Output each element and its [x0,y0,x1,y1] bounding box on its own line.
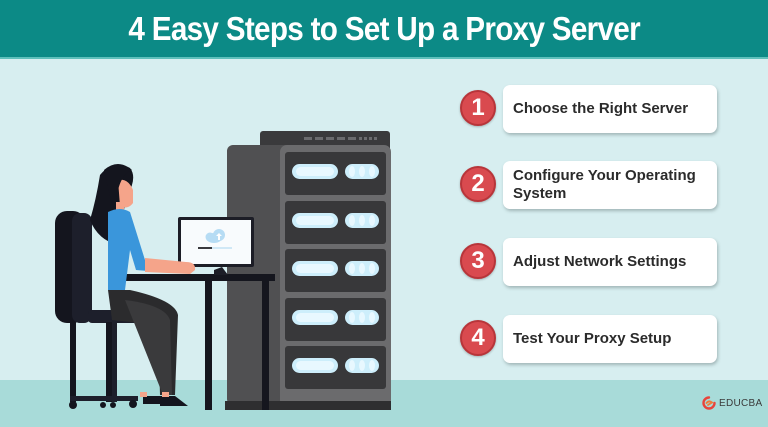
page-title: 4 Easy Steps to Set Up a Proxy Server [128,9,640,47]
step-card: Test Your Proxy Setup [503,315,717,363]
step-card: Configure Your Operating System [503,161,717,209]
step-number-badge: 4 [460,320,496,356]
step-label: Configure Your Operating System [513,167,696,202]
brand-name: EDUCBA [719,397,763,409]
step-label: Adjust Network Settings [513,253,687,270]
step-card: Adjust Network Settings [503,238,717,286]
chair-icon [55,211,150,409]
step-card: Choose the Right Server [503,85,717,133]
educba-logo-icon [702,396,716,410]
woman-icon [90,164,196,406]
monitor-icon [178,217,254,275]
step-label: Choose the Right Server [513,100,689,117]
step-number-badge: 3 [460,243,496,279]
desk-icon [115,274,275,410]
brand-logo: EDUCBA [702,396,762,410]
illustration [55,131,391,410]
step-number-badge: 1 [460,90,496,126]
step-number-badge: 2 [460,166,496,202]
step-label: Test Your Proxy Setup [513,330,672,347]
cloud-upload-icon [205,229,225,243]
server-rack-icon [225,131,391,410]
page-header: 4 Easy Steps to Set Up a Proxy Server [0,0,768,59]
